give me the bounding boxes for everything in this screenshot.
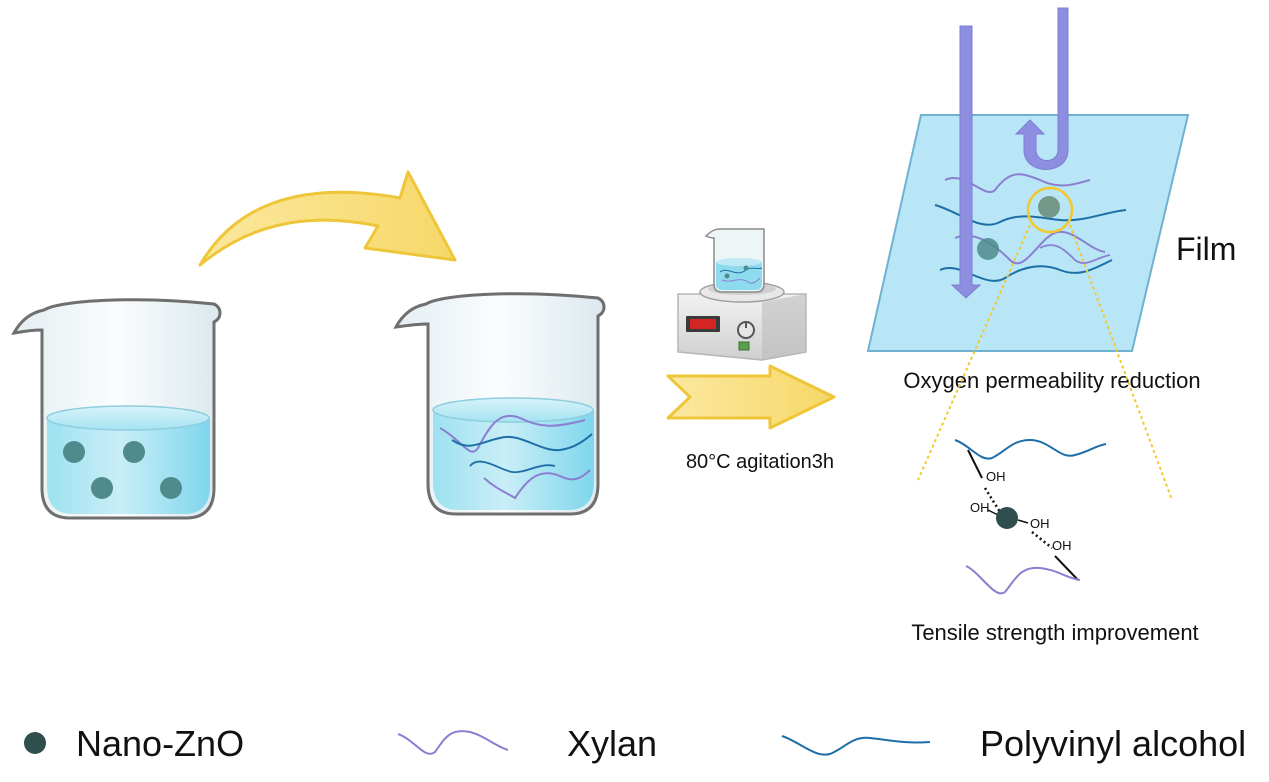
pva-chain (954, 438, 1107, 460)
zno-particle (977, 238, 999, 260)
interaction-detail: OH OH OH OH (954, 438, 1107, 595)
zno-particle (63, 441, 85, 463)
oxygen-permeability-label: Oxygen permeability reduction (903, 368, 1200, 393)
hydrogen-bond (1031, 531, 1053, 549)
zoom-highlight-circle (1026, 186, 1074, 234)
zno-particle (1038, 196, 1060, 218)
legend: Nano-ZnO Xylan Polyvinyl alcohol (24, 723, 1246, 764)
pva-chain (469, 460, 556, 474)
hot-plate-stirrer-icon (677, 228, 807, 361)
legend-pva-label: Polyvinyl alcohol (980, 723, 1246, 764)
film-label: Film (1176, 231, 1236, 267)
oh-label: OH (1030, 516, 1050, 531)
pva-chain (451, 433, 593, 452)
oh-label: OH (1052, 538, 1072, 553)
legend-xylan-line (397, 730, 509, 755)
oh-label: OH (970, 500, 990, 515)
oxygen-flow-arrow-icon (950, 7, 1069, 299)
xylan-chain (1039, 244, 1111, 264)
bond-line (1054, 555, 1079, 581)
film-sheet (866, 114, 1190, 352)
zno-particle (996, 507, 1018, 529)
legend-nano-zno-label: Nano-ZnO (76, 723, 244, 764)
legend-nano-zno-marker (24, 732, 46, 754)
xylan-chain (483, 469, 591, 500)
zoom-line (1069, 224, 1173, 501)
beaker-zno-dispersion (11, 298, 222, 520)
process-arrow-icon (666, 364, 836, 430)
bond-line (1017, 519, 1029, 524)
oh-label: OH (986, 469, 1006, 484)
legend-xylan-label: Xylan (567, 723, 657, 764)
liquid-surface (46, 405, 210, 431)
process-arrow-icon (198, 170, 457, 267)
bond-line (987, 509, 999, 516)
zoom-line (917, 224, 1031, 481)
bond-line (967, 449, 983, 479)
liquid (433, 410, 594, 510)
tensile-strength-label: Tensile strength improvement (911, 620, 1198, 645)
xylan-chain (965, 565, 1081, 595)
zno-particle (91, 477, 113, 499)
zno-particle (123, 441, 145, 463)
beaker-polymer-solution (393, 292, 606, 516)
liquid (47, 418, 210, 514)
heating-step-label: 80°C agitation3h (686, 451, 834, 473)
zno-particle (160, 477, 182, 499)
legend-pva-line (781, 735, 931, 756)
xylan-chain (439, 414, 586, 453)
film-panel (866, 114, 1190, 352)
liquid-surface (432, 397, 594, 423)
